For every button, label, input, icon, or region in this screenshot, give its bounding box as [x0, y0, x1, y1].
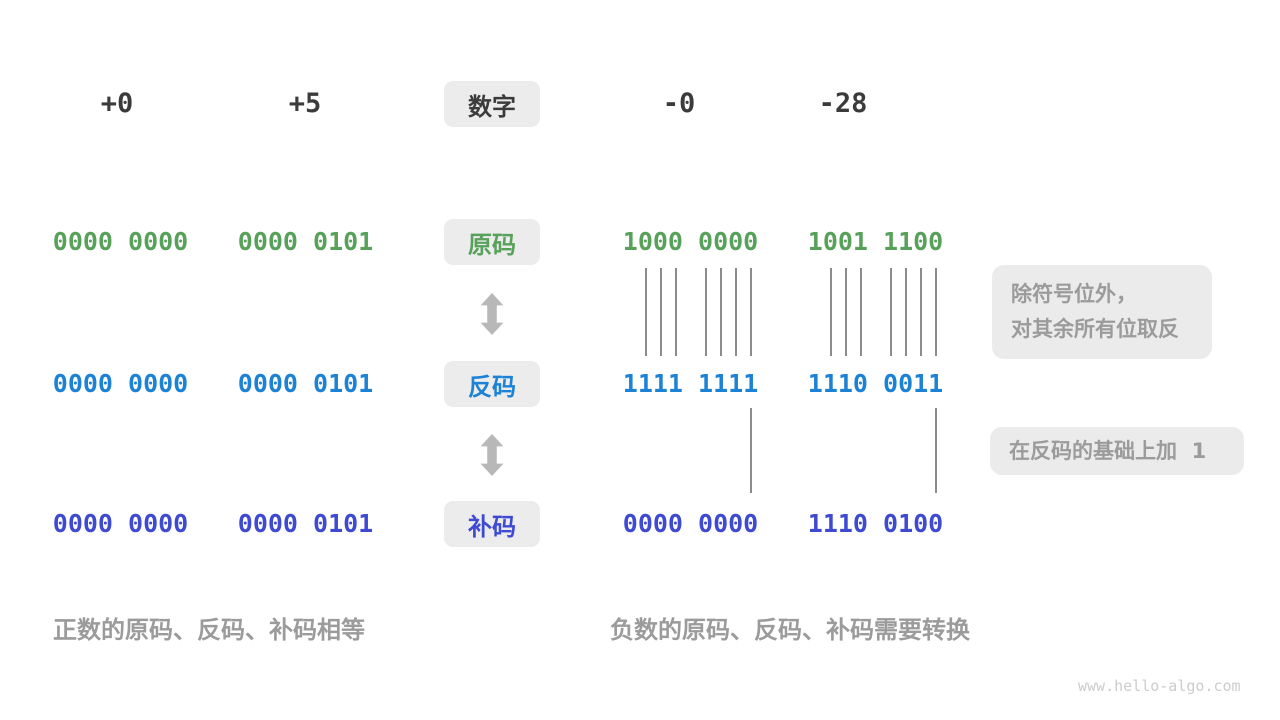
- bit-invert-tick-line: [645, 268, 647, 356]
- up-down-arrow-icon: [476, 434, 508, 476]
- bit-invert-tick-line: [860, 268, 862, 356]
- bit-invert-tick-line: [920, 268, 922, 356]
- bit-invert-tick-line: [845, 268, 847, 356]
- bit-invert-tick-line: [750, 268, 752, 356]
- bit-carry-tick-line: [935, 408, 937, 493]
- ones-complement-of-minus28: 1110 0011: [807, 369, 944, 398]
- invert-bits-note-line1: 除符号位外，: [1011, 282, 1137, 306]
- bit-invert-tick-line: [830, 268, 832, 356]
- number-tag: 数字: [444, 81, 540, 127]
- bit-invert-tick-line: [660, 268, 662, 356]
- up-down-arrow-icon: [476, 293, 508, 335]
- sign-magnitude-of-minus28: 1001 1100: [807, 227, 944, 256]
- invert-bits-note: 除符号位外， 对其余所有位取反: [992, 265, 1212, 359]
- bit-invert-tick-line: [675, 268, 677, 356]
- bit-invert-tick-line: [720, 268, 722, 356]
- twos-complement-of-plus5: 0000 0101: [237, 509, 374, 538]
- bit-invert-tick-line: [905, 268, 907, 356]
- sign-magnitude-of-plus0: 0000 0000: [52, 227, 189, 256]
- invert-bits-note-line2: 对其余所有位取反: [1011, 317, 1179, 341]
- twos-complement-tag: 补码: [444, 501, 540, 547]
- ones-complement-of-plus5: 0000 0101: [237, 369, 374, 398]
- decimal-value-plus0: +0: [100, 88, 134, 119]
- watermark: www.hello-algo.com: [1078, 677, 1241, 695]
- bit-invert-tick-line: [735, 268, 737, 356]
- bit-invert-tick-line: [935, 268, 937, 356]
- add-one-note-line1: 在反码的基础上加 1: [1009, 438, 1207, 463]
- twos-complement-of-plus0: 0000 0000: [52, 509, 189, 538]
- sign-magnitude-of-minus0: 1000 0000: [622, 227, 759, 256]
- add-one-note: 在反码的基础上加 1: [990, 427, 1244, 475]
- ones-complement-tag: 反码: [444, 361, 540, 407]
- negative-numbers-caption: 负数的原码、反码、补码需要转换: [610, 616, 970, 644]
- bit-invert-tick-line: [705, 268, 707, 356]
- ones-complement-of-plus0: 0000 0000: [52, 369, 189, 398]
- positive-numbers-caption: 正数的原码、反码、补码相等: [53, 616, 365, 644]
- twos-complement-of-minus28: 1110 0100: [807, 509, 944, 538]
- decimal-value-minus28: -28: [818, 88, 868, 119]
- sign-magnitude-tag: 原码: [444, 219, 540, 265]
- sign-magnitude-of-plus5: 0000 0101: [237, 227, 374, 256]
- bit-carry-tick-line: [750, 408, 752, 493]
- ones-complement-of-minus0: 1111 1111: [622, 369, 759, 398]
- decimal-value-minus0: -0: [662, 88, 696, 119]
- twos-complement-of-minus0: 0000 0000: [622, 509, 759, 538]
- decimal-value-plus5: +5: [288, 88, 322, 119]
- bit-invert-tick-line: [890, 268, 892, 356]
